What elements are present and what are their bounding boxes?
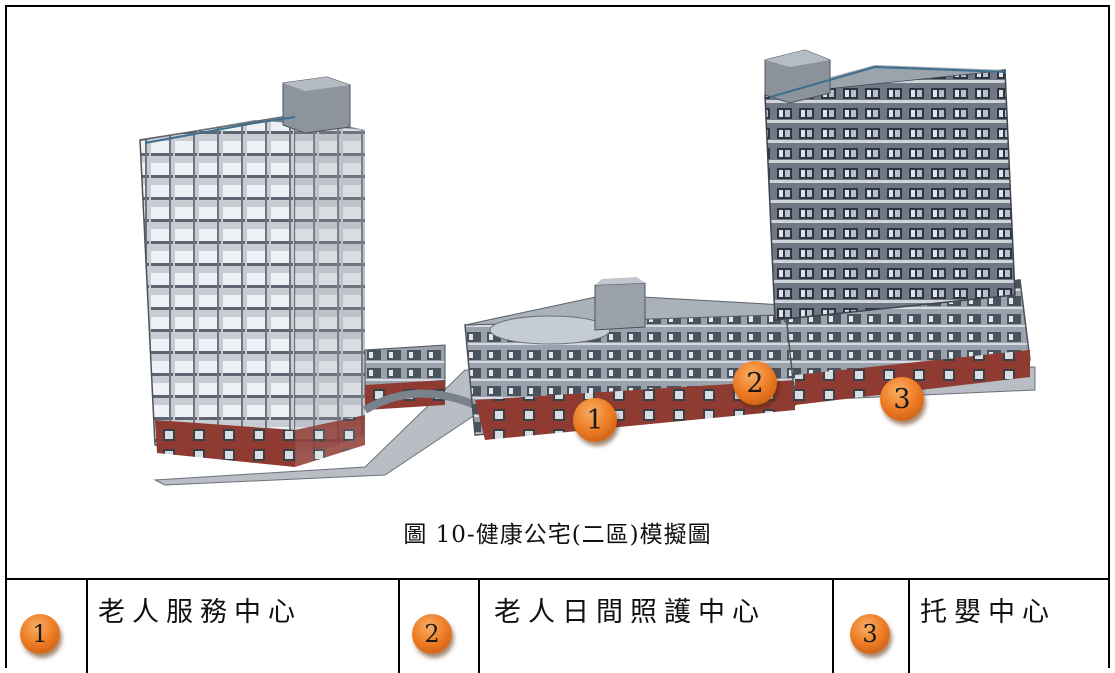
marker-3-badge: 3: [880, 377, 924, 421]
figure-frame: [5, 5, 1110, 668]
figure-caption: 圖 10-健康公宅(二區)模擬圖: [403, 522, 712, 548]
marker-2-badge: 2: [733, 361, 777, 405]
legend-label-3: 托嬰中心: [920, 597, 1056, 628]
legend-badge-3: 3: [850, 614, 890, 654]
legend-badge-1: 1: [20, 614, 60, 654]
table-divider-4: [832, 578, 834, 673]
legend-badge-2: 2: [412, 614, 452, 654]
table-divider-5: [908, 578, 910, 673]
figure-area: 1 2 3 圖 10-健康公宅(二區)模擬圖: [5, 5, 1110, 578]
table-top-border: [5, 578, 1110, 580]
building-model-illustration: [139, 49, 1036, 486]
table-divider-2: [398, 578, 400, 673]
table-divider-1: [86, 578, 88, 673]
legend-label-1: 老人服務中心: [98, 597, 302, 628]
legend-label-2: 老人日間照護中心: [494, 597, 766, 628]
marker-1-badge: 1: [573, 398, 617, 442]
table-divider-3: [478, 578, 480, 673]
